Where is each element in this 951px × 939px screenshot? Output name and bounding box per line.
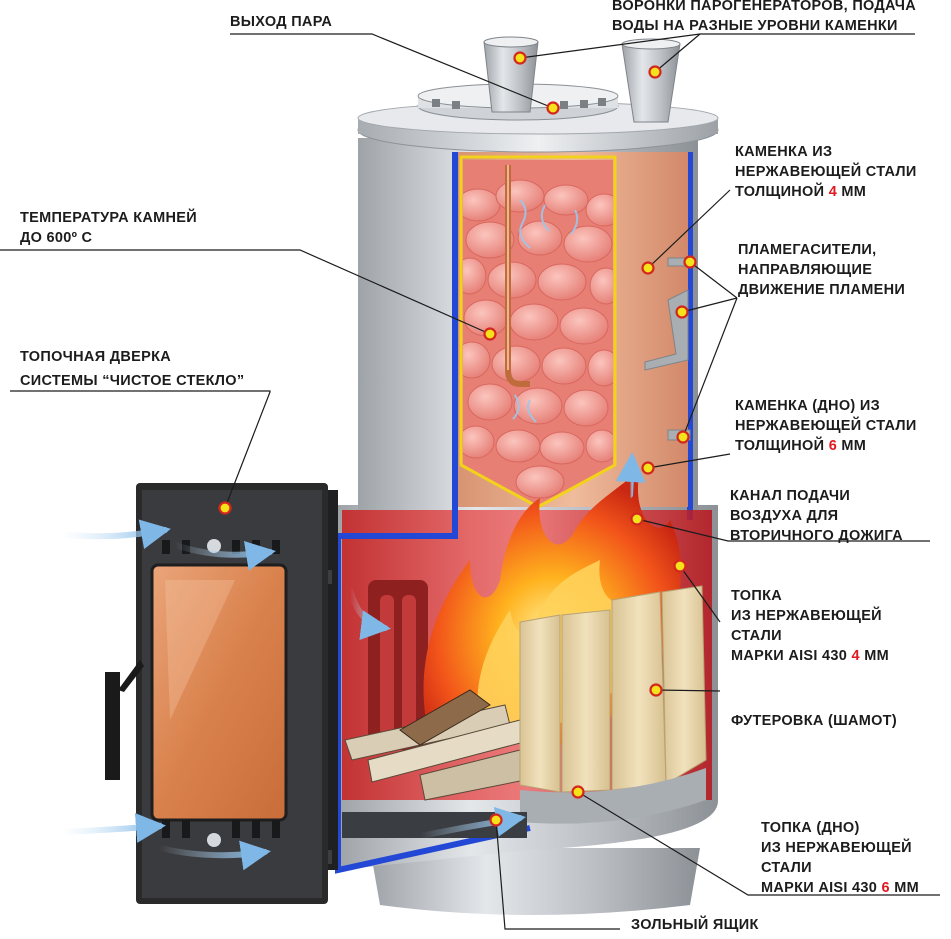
chamotte-lining [519,585,707,793]
leader-lines [0,33,940,930]
firewood [344,689,526,801]
stove-base [370,848,700,915]
firebox-floor [520,768,706,824]
label-lining: ФУТЕРОВКА (ШАМОТ) [731,713,897,729]
firebox-door [105,483,338,904]
label-firebox-bottom: ТОПКА (ДНО) ИЗ НЕРЖАВЕЮЩЕЙ СТАЛИ МАРКИ A… [761,820,919,896]
label-firebox-door: ТОПОЧНАЯ ДВЕРКА СИСТЕМЫ “ЧИСТОЕ СТЕКЛО” [20,349,245,389]
label-air-channel: КАНАЛ ПОДАЧИ ВОЗДУХА ДЛЯ ВТОРИЧНОГО ДОЖИ… [730,488,903,544]
label-heater: КАМЕНКА ИЗ НЕРЖАВЕЮЩЕЙ СТАЛИ ТОЛЩИНОЙ 4 … [735,144,917,200]
heater-outline [459,155,617,509]
label-firebox: ТОПКА ИЗ НЕРЖАВЕЮЩЕЙ СТАЛИ МАРКИ AISI 43… [731,588,889,664]
air-flow-arrows [57,452,646,871]
label-stones-temperature: ТЕМПЕРАТУРА КАМНЕЙ ДО 600º С [20,210,197,246]
label-steam-outlet: ВЫХОД ПАРА [230,14,333,30]
label-ash-box: ЗОЛЬНЫЙ ЯЩИК [631,917,759,933]
label-funnels: ВОРОНКИ ПАРОГЕНЕРАТОРОВ, ПОДАЧА ВОДЫ НА … [612,0,916,34]
insulation-outline-upper [452,152,693,520]
label-heater-bottom: КАМЕНКА (ДНО) ИЗ НЕРЖАВЕЮЩЕЙ СТАЛИ ТОЛЩИ… [735,398,917,454]
callout-markers [218,51,697,827]
stones-chamber [463,160,613,505]
label-flame-arresters: ПЛАМЕГАСИТЕЛИ, НАПРАВЛЯЮЩИЕ ДВИЖЕНИЕ ПЛА… [738,242,906,298]
